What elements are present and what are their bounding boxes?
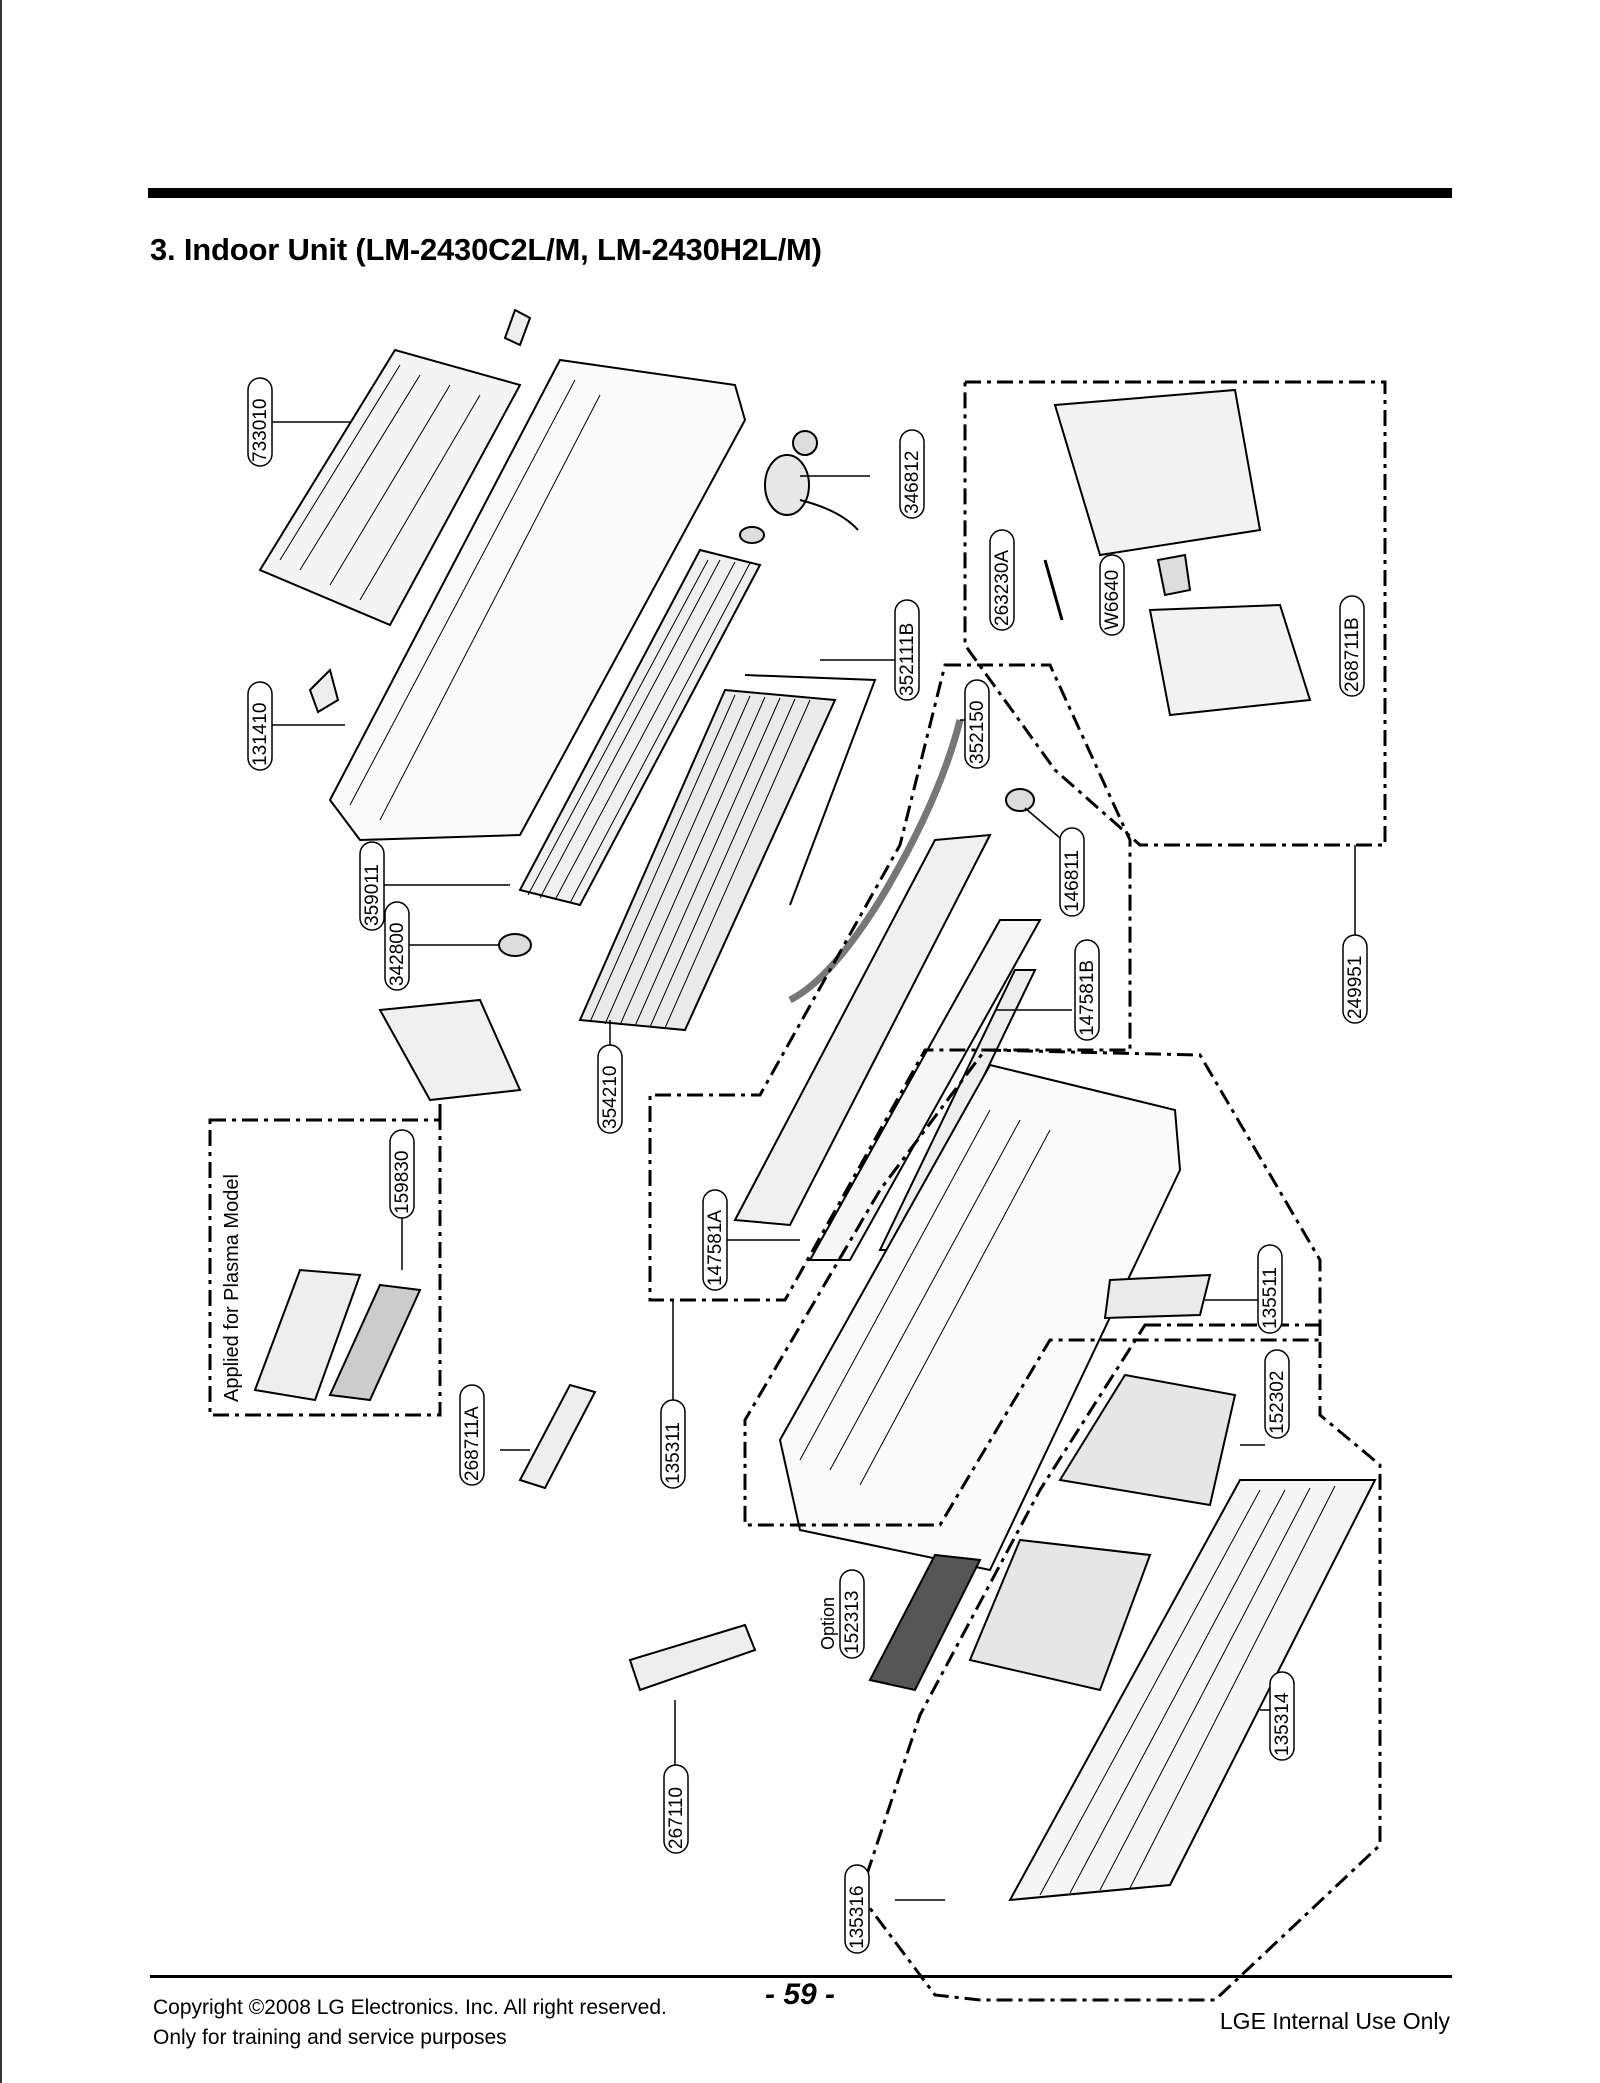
label-268711A: 268711A	[459, 1384, 485, 1486]
top-clip	[503, 308, 532, 347]
drain-hose	[788, 719, 964, 1004]
plasma-filter	[253, 1268, 362, 1402]
footer-left: Copyright ©2008 LG Electronics. Inc. All…	[153, 1993, 667, 2053]
label-147581A: 147581A	[702, 1189, 728, 1291]
control-box	[1053, 388, 1262, 557]
front-grille	[778, 1063, 1182, 1572]
pcb-assembly	[1148, 603, 1312, 717]
svg-text:135511: 135511	[1260, 1267, 1281, 1329]
svg-text:268711A: 268711A	[462, 1406, 483, 1481]
label-267110: 267110	[663, 1764, 689, 1854]
svg-text:342800: 342800	[387, 923, 408, 986]
page-number: - 59 -	[765, 1978, 836, 2011]
cross-flow-fan	[518, 548, 762, 907]
step-motor	[1005, 788, 1035, 812]
svg-text:268711B: 268711B	[1342, 617, 1363, 692]
front-grille-group	[743, 1048, 1322, 1527]
label-152302: 152302	[1264, 1349, 1290, 1439]
svg-text:131410: 131410	[250, 703, 271, 766]
plasma-note: Applied for Plasma Model	[221, 1174, 243, 1402]
svg-text:135316: 135316	[847, 1886, 868, 1949]
svg-text:159830: 159830	[392, 1151, 413, 1214]
bearing	[498, 933, 532, 957]
label-354210: 354210	[597, 1044, 623, 1134]
purpose-text: Only for training and service purposes	[153, 2026, 507, 2049]
footer-rule	[150, 1975, 1452, 1978]
terminal-block	[1156, 553, 1192, 597]
label-135511: 135511	[1257, 1244, 1283, 1334]
svg-text:152302: 152302	[1267, 1371, 1288, 1434]
air-filter-upper	[1058, 1373, 1237, 1507]
chassis	[328, 358, 747, 842]
control-box-group	[963, 380, 1387, 847]
sensor	[1043, 559, 1064, 621]
fan-motor	[764, 454, 810, 516]
option-note: Option	[818, 1597, 838, 1650]
chassis-clip	[308, 668, 340, 714]
svg-text:135311: 135311	[663, 1422, 684, 1484]
side-cover	[378, 998, 522, 1102]
svg-text:346812: 346812	[902, 451, 923, 514]
svg-text:W6640: W6640	[1102, 570, 1123, 630]
label-359011: 359011	[359, 841, 385, 931]
label-147581B: 147581B	[1074, 939, 1100, 1041]
svg-text:359011: 359011	[362, 864, 383, 926]
label-352111B: 352111B	[894, 599, 920, 701]
evaporator	[578, 688, 837, 1032]
svg-text:733010: 733010	[250, 399, 271, 462]
label-733010: 733010	[247, 377, 273, 467]
header-rule	[148, 188, 1452, 198]
label-135311: 135311	[660, 1399, 686, 1489]
label-131410: 131410	[247, 681, 273, 771]
air-filter-lower	[968, 1538, 1152, 1692]
remote-control	[628, 1623, 757, 1692]
svg-text:147581A: 147581A	[705, 1210, 726, 1286]
plasma-group	[208, 1118, 442, 1417]
drain-pan	[733, 833, 992, 1227]
label-135314: 135314	[1269, 1671, 1295, 1761]
option-filter	[868, 1553, 982, 1692]
svg-text:147581B: 147581B	[1077, 960, 1098, 1036]
front-panel	[1008, 1479, 1377, 1902]
front-panel-group	[858, 1323, 1382, 2002]
label-342800: 342800	[384, 901, 410, 991]
label-135316: 135316	[844, 1864, 870, 1954]
label-346812: 346812	[899, 429, 925, 519]
svg-text:267110: 267110	[666, 1787, 687, 1849]
svg-text:135314: 135314	[1272, 1692, 1293, 1756]
label-W6640: W6640	[1099, 554, 1125, 636]
mounting-plate	[258, 348, 522, 627]
svg-text:352150: 352150	[967, 701, 988, 764]
label-263230A: 263230A	[989, 529, 1015, 631]
page-title: 3. Indoor Unit (LM-2430C2L/M, LM-2430H2L…	[150, 232, 822, 267]
display-pcb	[518, 1383, 597, 1490]
svg-text:152313: 152313	[842, 1591, 863, 1654]
svg-text:249951: 249951	[1345, 956, 1366, 1019]
label-249951: 249951	[1342, 934, 1368, 1024]
internal-use-text: LGE Internal Use Only	[1219, 2008, 1450, 2034]
page-left-edge	[0, 0, 2, 2083]
svg-text:263230A: 263230A	[992, 550, 1013, 626]
svg-text:146811: 146811	[1062, 850, 1083, 912]
label-159830: 159830	[389, 1129, 415, 1219]
label-152313: 152313	[839, 1569, 865, 1659]
label-268711B: 268711B	[1339, 595, 1365, 697]
label-146811: 146811	[1059, 827, 1085, 917]
svg-text:352111B: 352111B	[897, 623, 918, 696]
copyright-text: Copyright ©2008 LG Electronics. Inc. All…	[153, 1996, 667, 2019]
display-cover	[1103, 1273, 1212, 1320]
label-352150: 352150	[964, 679, 990, 769]
svg-text:354210: 354210	[600, 1066, 621, 1129]
drain-pan-group	[648, 663, 1132, 1302]
